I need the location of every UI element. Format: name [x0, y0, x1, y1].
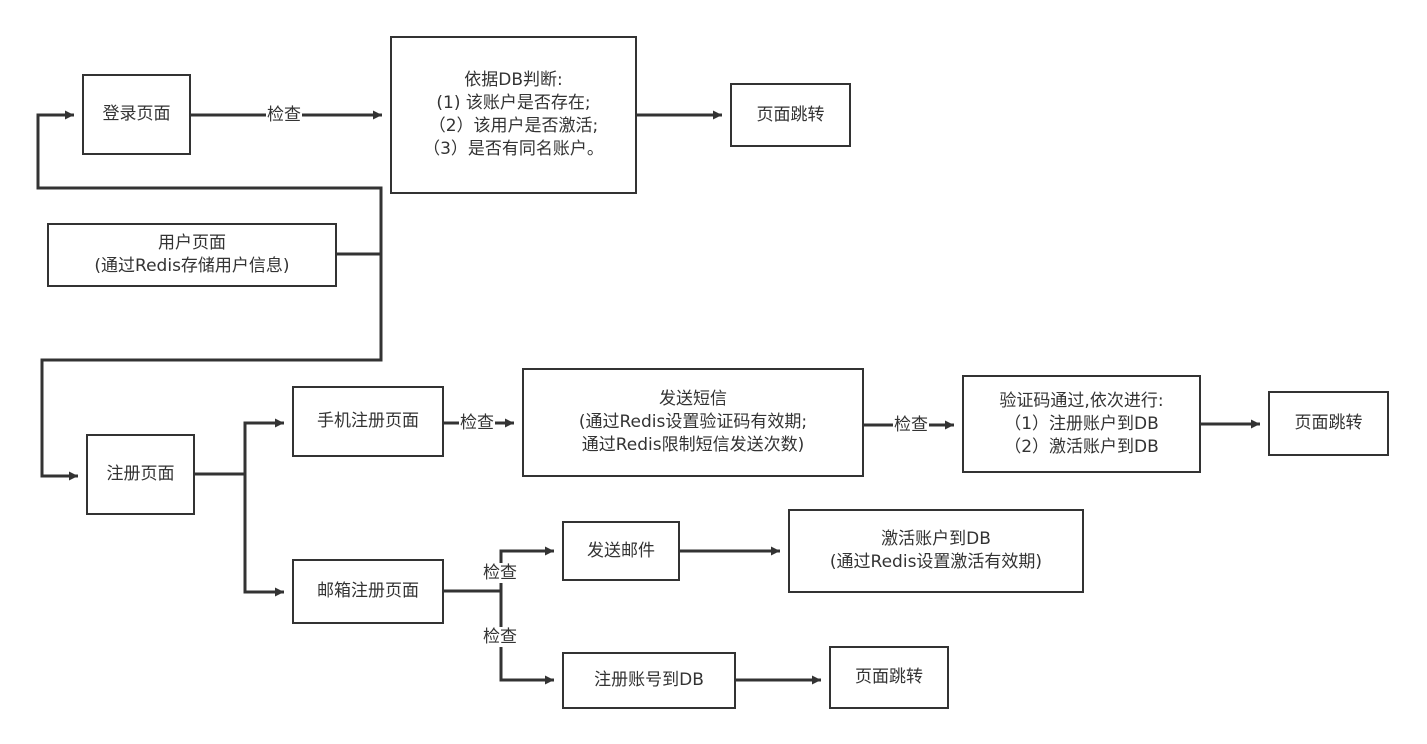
activate-box: 激活账户到DB (通过Redis设置激活有效期) — [788, 509, 1084, 593]
login-page-box: 登录页面 — [82, 74, 191, 155]
edge-label-phone-check: 检查 — [459, 413, 495, 433]
register-db-label: 注册账号到DB — [594, 670, 704, 690]
verify-line-2: （2）激活账户到DB — [1004, 436, 1159, 457]
register-page-box: 注册页面 — [86, 434, 195, 515]
login-page-label: 登录页面 — [102, 104, 171, 124]
send-sms-line-2: 通过Redis限制短信发送次数) — [581, 435, 805, 455]
email-register-box: 邮箱注册页面 — [292, 559, 444, 624]
verify-line-1: （1）注册账户到DB — [1004, 413, 1159, 434]
user-page-box: 用户页面 (通过Redis存储用户信息) — [47, 223, 337, 287]
verify-box: 验证码通过,依次进行: （1）注册账户到DB （2）激活账户到DB — [962, 375, 1201, 473]
phone-register-box: 手机注册页面 — [292, 386, 444, 457]
db-check-box: 依据DB判断: (1) 该账户是否存在; （2）该用户是否激活; （3）是否有同… — [390, 36, 637, 194]
edge-email-to-registerdb — [499, 591, 554, 685]
redirect-top-label: 页面跳转 — [756, 104, 825, 125]
redirect-top-box: 页面跳转 — [730, 83, 851, 147]
verify-title: 验证码通过,依次进行: — [999, 390, 1164, 411]
user-page-sub: (通过Redis存储用户信息) — [94, 256, 290, 276]
db-check-line-2: （2）该用户是否激活; — [428, 116, 599, 136]
send-sms-line-1: (通过Redis设置验证码有效期; — [578, 412, 808, 432]
user-page-title: 用户页面 — [158, 233, 226, 253]
db-check-line-3: （3）是否有同名账户。 — [423, 139, 604, 159]
edge-label-email-check-lower: 检查 — [482, 627, 518, 647]
send-sms-box: 发送短信 (通过Redis设置验证码有效期; 通过Redis限制短信发送次数) — [522, 368, 864, 477]
email-register-label: 邮箱注册页面 — [317, 581, 419, 601]
db-check-title: 依据DB判断: — [464, 70, 563, 90]
register-db-box: 注册账号到DB — [562, 652, 736, 709]
send-email-box: 发送邮件 — [562, 521, 680, 581]
edge-register-branch — [195, 418, 284, 476]
activate-title: 激活账户到DB — [881, 529, 991, 549]
redirect-mid-label: 页面跳转 — [1294, 413, 1363, 433]
phone-register-label: 手机注册页面 — [317, 411, 419, 431]
register-page-label: 注册页面 — [106, 464, 175, 484]
send-email-label: 发送邮件 — [587, 540, 655, 561]
edge-label-sms-check: 检查 — [893, 415, 929, 435]
edge-label-login-check: 检查 — [266, 105, 302, 125]
activate-sub: (通过Redis设置激活有效期) — [829, 552, 1043, 572]
send-sms-title: 发送短信 — [659, 389, 727, 409]
db-check-line-1: (1) 该账户是否存在; — [436, 93, 591, 113]
redirect-bottom-box: 页面跳转 — [829, 646, 949, 709]
edge-user-to-register — [40, 252, 383, 481]
edge-register-to-email — [243, 474, 284, 597]
edge-label-email-check-upper: 检查 — [482, 563, 518, 583]
redirect-mid-box: 页面跳转 — [1268, 391, 1389, 456]
redirect-bottom-label: 页面跳转 — [855, 667, 923, 687]
